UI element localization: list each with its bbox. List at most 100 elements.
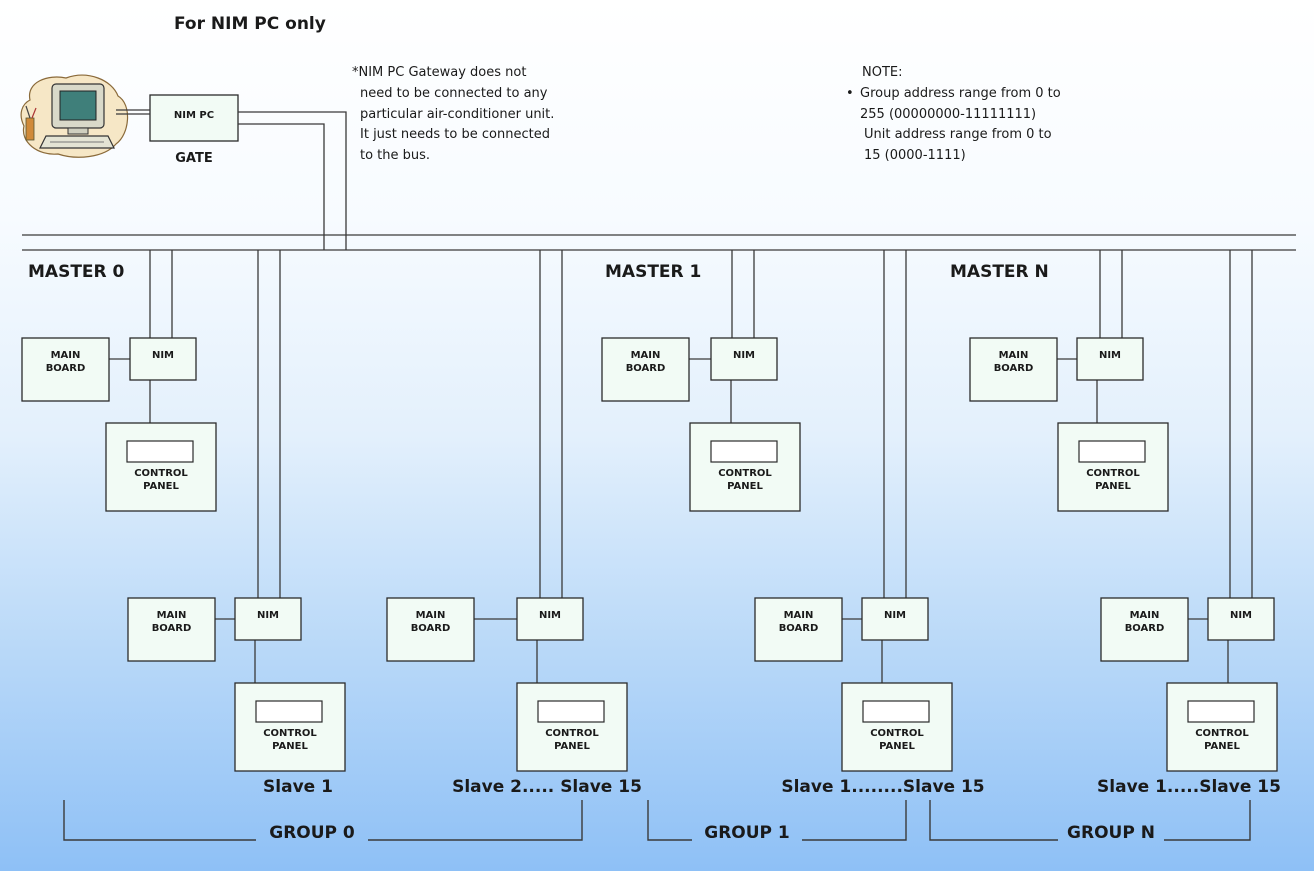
control-panel-screen (1187, 700, 1255, 723)
main-board-box (969, 337, 1058, 402)
slave-label: Slave 2..... Slave 15 (452, 777, 642, 797)
main-board-box (127, 597, 216, 662)
note-line: Unit address range from 0 to (864, 127, 1052, 142)
control-panel-box (689, 422, 801, 512)
computer-icon (20, 74, 129, 158)
diagram-title: For NIM PC only (174, 14, 326, 34)
main-board-label: MAIN (999, 350, 1029, 361)
control-panel-screen (710, 440, 778, 463)
control-panel-screen (537, 700, 605, 723)
main-board-label: MAIN (51, 350, 81, 361)
control-panel-box (234, 682, 346, 772)
control-panel-label: PANEL (727, 481, 763, 492)
hvac-unit: MAIN BOARD NIM CONTROL PANEL (21, 250, 217, 512)
hvac-unit: MAIN BOARD NIM CONTROL PANEL (1100, 250, 1278, 772)
main-board-label: MAIN (1130, 610, 1160, 621)
main-board-box (754, 597, 843, 662)
main-board-box (1100, 597, 1189, 662)
address-note: NOTE: • Group address range from 0 to 25… (846, 65, 1061, 163)
nim-label: NIM (733, 350, 755, 361)
gateway-note-line: need to be connected to any (360, 86, 548, 101)
control-panel-label: PANEL (554, 741, 590, 752)
master-label: MASTER 1 (605, 262, 701, 282)
gateway-note-line: particular air-conditioner unit. (360, 107, 554, 122)
note-line: 255 (00000000-11111111) (860, 107, 1036, 122)
control-panel-label: CONTROL (1195, 728, 1249, 739)
control-panel-label: CONTROL (718, 468, 772, 479)
nim-box (234, 597, 302, 641)
main-board-label: BOARD (152, 623, 192, 634)
note-bullet: • (846, 86, 854, 101)
group-bracket (1164, 800, 1251, 841)
main-board-label: BOARD (1125, 623, 1165, 634)
hvac-unit: MAIN BOARD NIM CONTROL PANEL (127, 250, 346, 772)
nim-label: NIM (152, 350, 174, 361)
communication-bus (22, 234, 1296, 251)
main-board-box (601, 337, 690, 402)
control-panel-label: CONTROL (545, 728, 599, 739)
control-panel-box (841, 682, 953, 772)
control-panel-box (1166, 682, 1278, 772)
main-board-label: MAIN (157, 610, 187, 621)
main-board-label: MAIN (631, 350, 661, 361)
control-panel-label: PANEL (879, 741, 915, 752)
hvac-unit: MAIN BOARD NIM CONTROL PANEL (754, 250, 953, 772)
nim-box (1207, 597, 1275, 641)
nim-pc-gateway-box (149, 94, 239, 142)
gateway-note-line: *NIM PC Gateway does not (352, 65, 526, 80)
main-board-label: BOARD (626, 363, 666, 374)
master-label: MASTER N (950, 262, 1049, 282)
control-panel-screen (126, 440, 194, 463)
nim-box (861, 597, 929, 641)
nim-box (129, 337, 197, 381)
control-panel-label: PANEL (1204, 741, 1240, 752)
control-panel-label: CONTROL (263, 728, 317, 739)
group-label: GROUP 0 (269, 823, 355, 843)
group-label: GROUP N (1067, 823, 1155, 843)
slave-label: Slave 1.....Slave 15 (1097, 777, 1281, 797)
main-board-label: BOARD (994, 363, 1034, 374)
main-board-box (21, 337, 110, 402)
main-board-box (386, 597, 475, 662)
nim-box (1076, 337, 1144, 381)
unit-groups: MAIN BOARD NIM CONTROL PANEL MAIN BOARD NIM CONT… (21, 250, 1278, 772)
control-panel-box (1057, 422, 1169, 512)
control-panel-label: CONTROL (134, 468, 188, 479)
nim-label: NIM (257, 610, 279, 621)
nim-label: NIM (1230, 610, 1252, 621)
note-line: 15 (0000-1111) (864, 148, 966, 163)
gateway-caption: GATE (175, 151, 212, 166)
group-bracket (647, 800, 692, 841)
main-board-label: BOARD (46, 363, 86, 374)
slave-label: Slave 1........Slave 15 (781, 777, 984, 797)
master-label: MASTER 0 (28, 262, 125, 282)
note-line: Group address range from 0 to (860, 86, 1061, 101)
control-panel-label: PANEL (1095, 481, 1131, 492)
control-panel-label: CONTROL (1086, 468, 1140, 479)
nim-box (710, 337, 778, 381)
nim-label: NIM (1099, 350, 1121, 361)
group-bracket (929, 800, 1058, 841)
group-bracket (802, 800, 907, 841)
control-panel-box (105, 422, 217, 512)
note-heading: NOTE: (862, 65, 903, 80)
control-panel-screen (1078, 440, 1146, 463)
group-label: GROUP 1 (704, 823, 790, 843)
gateway-note-line: It just needs to be connected (360, 127, 550, 142)
hvac-unit: MAIN BOARD NIM CONTROL PANEL (969, 250, 1169, 512)
gateway-note-line: to the bus. (360, 148, 430, 163)
main-board-label: MAIN (784, 610, 814, 621)
control-panel-label: CONTROL (870, 728, 924, 739)
gateway-note: *NIM PC Gateway does not need to be conn… (352, 65, 554, 163)
gateway-wires (116, 109, 347, 250)
main-board-label: BOARD (779, 623, 819, 634)
nim-box (516, 597, 584, 641)
control-panel-label: PANEL (272, 741, 308, 752)
main-board-label: BOARD (411, 623, 451, 634)
control-panel-label: PANEL (143, 481, 179, 492)
hvac-unit: MAIN BOARD NIM CONTROL PANEL (601, 250, 801, 512)
nim-label: NIM (884, 610, 906, 621)
control-panel-screen (862, 700, 930, 723)
